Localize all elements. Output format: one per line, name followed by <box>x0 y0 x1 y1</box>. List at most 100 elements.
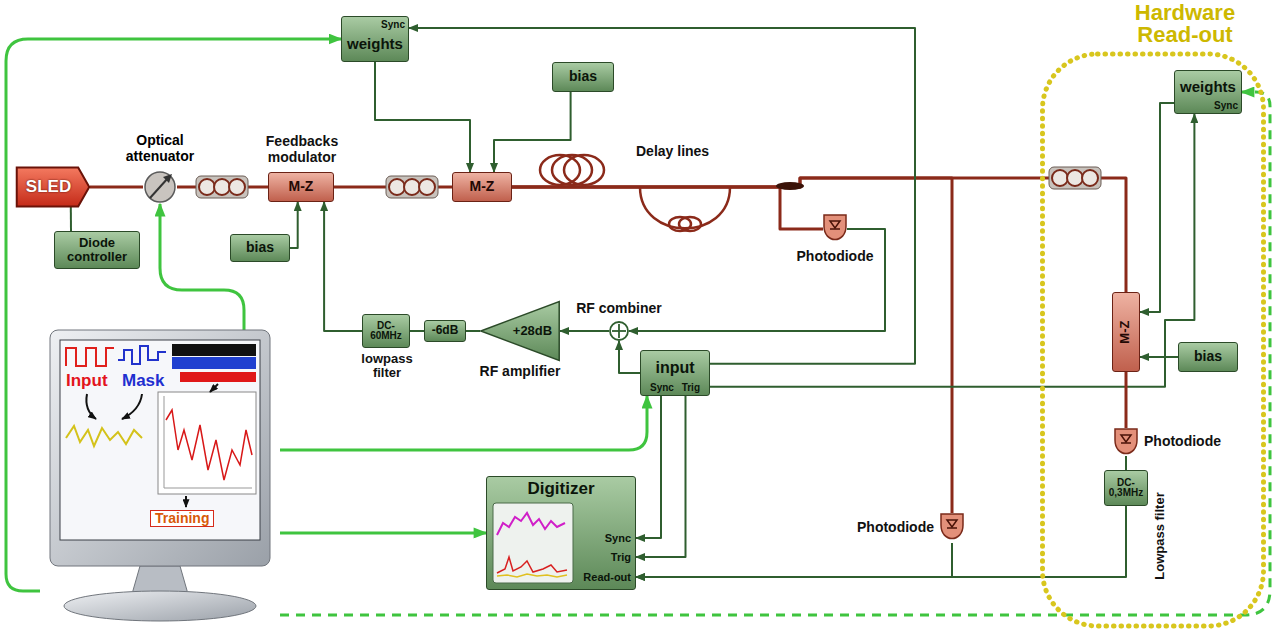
node-text: Photodiode <box>785 249 885 264</box>
node-text: +28dB <box>508 301 557 361</box>
attenuator-symbol-line <box>150 178 168 198</box>
node-text: weights <box>1180 79 1236 96</box>
polarization-controller-circle <box>229 179 245 195</box>
computer-illustration-polyline <box>118 346 166 364</box>
signal-wire <box>1140 356 1178 358</box>
node-text: Lowpass filter <box>1153 491 1167 581</box>
node-text: Sync <box>650 382 674 393</box>
node-text: bias <box>246 240 274 255</box>
attenuator-symbol <box>143 170 177 204</box>
node-text: DC- 60MHz <box>366 321 406 342</box>
node-text: bias <box>569 69 597 84</box>
text-area: DC- 60MHz <box>363 315 409 347</box>
signal-wire <box>290 202 298 248</box>
control-link <box>6 39 341 591</box>
computer-illustration-rect <box>158 392 256 494</box>
mz-modulator: M-Z <box>452 172 512 202</box>
signal-wire <box>560 330 609 332</box>
readout-region: Hardware Read-outweightsSyncM-ZbiasPhoto… <box>1040 2 1266 630</box>
polarization-controller <box>1049 167 1101 189</box>
computer-illustration-line <box>164 396 165 488</box>
polarization-controller-circle <box>214 179 230 195</box>
text-area: M-Z <box>269 173 333 201</box>
polarization-controller-circle <box>419 179 435 195</box>
polarization-controller-circle <box>1052 170 1068 186</box>
weights-box: weightsSync <box>1174 70 1242 114</box>
node-text: Sync <box>381 19 405 30</box>
node-text: weights <box>347 36 403 53</box>
delay-line-coil-ellipse <box>552 155 592 185</box>
photodiode-symbol-line <box>830 228 840 230</box>
node-text: Trig <box>682 382 700 393</box>
photodiode-symbol-line <box>1121 442 1131 444</box>
digitizer-screen-polyline <box>497 557 567 573</box>
optical-fiber <box>512 178 1126 292</box>
computer-illustration-rect <box>172 357 256 369</box>
optical-attenuator: Optical attenuator <box>143 170 177 204</box>
delay-line-coil-ellipse <box>540 155 580 185</box>
node-text: input <box>655 359 694 377</box>
attenuator-box: -6dB <box>424 320 466 342</box>
polarization-controller-rect <box>386 176 438 198</box>
bias-box: bias <box>230 234 290 262</box>
computer-illustration-polygon <box>132 566 188 594</box>
signal-wire <box>375 62 470 172</box>
digitizer-screen-rect <box>493 503 573 583</box>
node-text: Photodiode <box>857 520 934 535</box>
combiner-symbol-line <box>618 324 620 338</box>
polarization-controller-circle <box>1067 170 1083 186</box>
control-link <box>280 396 647 450</box>
computer-illustration-path <box>122 394 142 419</box>
text-area: bias <box>553 63 613 91</box>
signal-wire <box>409 28 915 364</box>
computer-illustration-rect <box>60 340 260 540</box>
node-text: M-Z <box>470 179 495 194</box>
computer-illustration-polyline <box>166 410 252 480</box>
rf-combiner: RF combiner <box>609 321 629 341</box>
node-text: M-Z <box>289 179 314 194</box>
combiner-symbol-circle <box>610 322 628 340</box>
polarization-controller-circle <box>199 179 215 195</box>
rf-amplifier: +28dBRF amplifier <box>480 301 560 361</box>
photodiode-symbol-path <box>941 514 963 539</box>
polarization-controller <box>386 176 438 198</box>
signal-wire <box>70 207 72 231</box>
photodiode-symbol-polygon <box>830 221 840 228</box>
node-text: Mask <box>122 372 165 391</box>
photodiode: Photodiode <box>1114 428 1138 456</box>
signal-wire <box>636 506 1126 577</box>
node-text: Read-out <box>583 571 631 583</box>
amplifier-triangle-polygon <box>481 302 559 361</box>
polarization-controller-rect <box>1049 167 1101 189</box>
photodiode-symbol-polygon <box>947 520 957 527</box>
text-area: -6dB <box>425 321 465 341</box>
text-area: M-Z <box>1113 293 1139 371</box>
region-outline-rect <box>1043 54 1264 626</box>
delay-line-coil-path <box>640 187 730 228</box>
part-label: Delay lines <box>636 144 709 159</box>
photodiode: Photodiode <box>940 513 964 543</box>
text-area: bias <box>231 235 289 261</box>
computer-illustration-rect <box>180 372 256 382</box>
photodiode-symbol-path <box>1115 429 1137 454</box>
text-area: bias <box>1179 343 1237 371</box>
sled-shape-polygon <box>17 167 90 206</box>
polarization-controller-rect <box>196 176 248 198</box>
node-text: bias <box>1194 349 1222 364</box>
lowpass-filter: DC- 0,3MHzLowpass filter <box>1104 470 1148 506</box>
node-text: SLED <box>26 178 71 197</box>
text-area: DC- 0,3MHz <box>1105 471 1147 505</box>
bias-box: bias <box>552 62 614 92</box>
signal-wire <box>1140 103 1174 312</box>
delay-line-coil <box>540 155 730 231</box>
text-area: SLED <box>16 167 90 207</box>
computer-monitor: InputMaskTraining <box>40 330 280 630</box>
photodiode-symbol <box>940 513 964 543</box>
optical-fiber <box>90 186 143 189</box>
computer-illustration-ellipse <box>64 591 256 621</box>
attenuator-symbol-circle <box>145 172 175 202</box>
delay-line-coil-ellipse <box>679 217 701 231</box>
polarization-controller <box>196 176 248 198</box>
signal-wire <box>466 330 480 332</box>
